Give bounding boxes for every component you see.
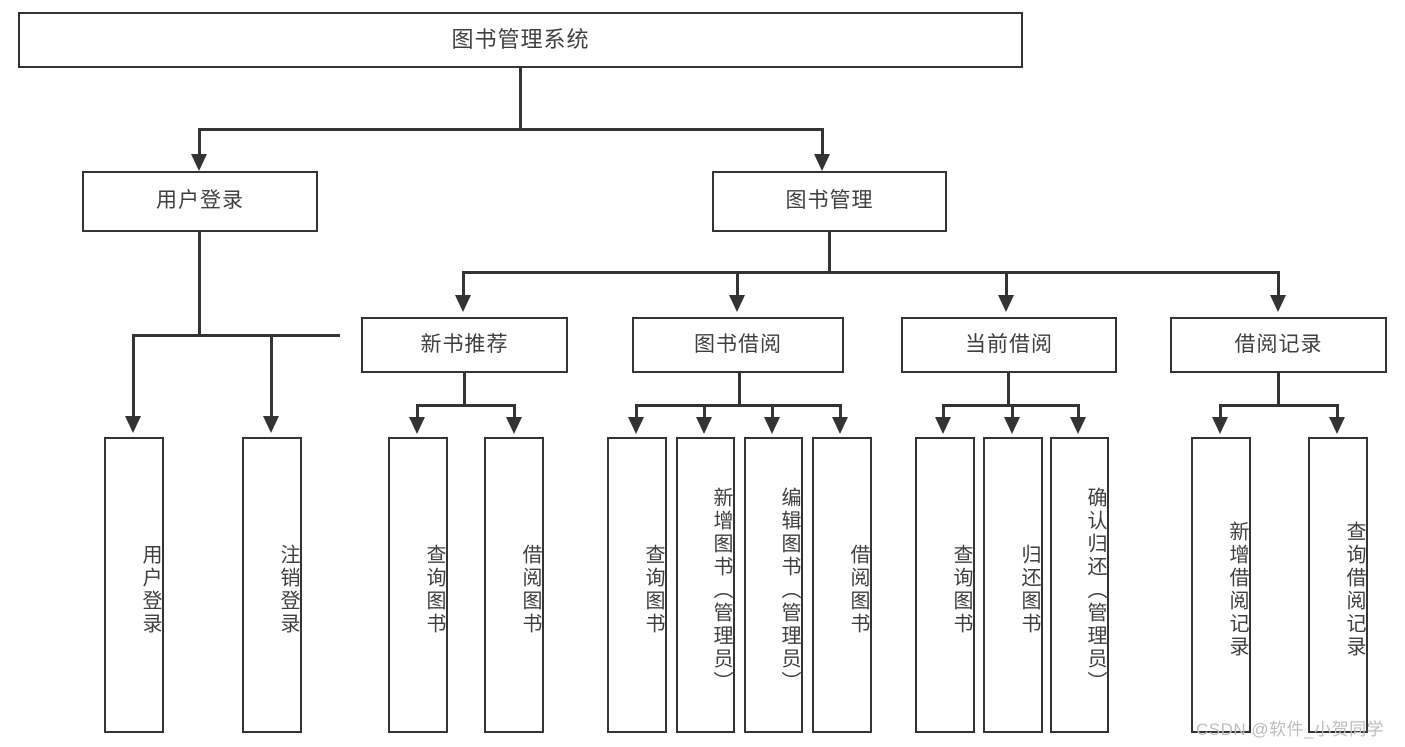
leaf-borrow-book-2-label: 借阅图书 [847, 544, 869, 636]
leaf-query-record-label: 查询借阅记录 [1343, 521, 1365, 659]
edge-cb-to-leaf1 [942, 404, 945, 419]
edge-user-login-bar [132, 334, 340, 337]
leaf-add-record-label: 新增借阅记录 [1226, 521, 1248, 659]
edge-user-login-to-leaf2 [270, 334, 273, 418]
arrowhead-leaf-borrow-book-1 [506, 417, 522, 434]
leaf-user-login[interactable]: 用户登录 [104, 437, 164, 733]
node-user-login[interactable]: 用户登录 [82, 171, 318, 232]
arrowhead-borrow-record [1270, 295, 1286, 312]
edge-bm-to-new-book [462, 271, 465, 297]
edge-bb-stem [738, 373, 741, 407]
arrowhead-user-login [191, 154, 207, 171]
leaf-query-book-1-label: 查询图书 [423, 544, 445, 636]
edge-bm-to-current-borrow [1005, 271, 1008, 297]
arrowhead-leaf-logout-login [263, 416, 279, 433]
arrowhead-leaf-user-login [125, 416, 141, 433]
edge-root-to-user-login [198, 128, 201, 156]
leaf-return-book-label: 归还图书 [1018, 544, 1040, 636]
leaf-borrow-book-1-label: 借阅图书 [519, 544, 541, 636]
edge-nbr-stem [463, 373, 466, 407]
edge-bm-to-book-borrow [736, 271, 739, 297]
leaf-query-book-2[interactable]: 查询图书 [607, 437, 667, 733]
arrowhead-book-borrow [729, 295, 745, 312]
edge-book-manage-stem [828, 232, 831, 274]
edge-book-manage-bar [462, 271, 1280, 274]
arrowhead-current-borrow [998, 295, 1014, 312]
leaf-query-book-3-label: 查询图书 [950, 544, 972, 636]
edge-bb-to-leaf4 [839, 404, 842, 419]
arrowhead-leaf-edit-book [764, 417, 780, 434]
node-root-label: 图书管理系统 [451, 27, 590, 53]
arrowhead-leaf-query-book-1 [409, 417, 425, 434]
node-current-borrow-label: 当前借阅 [965, 332, 1053, 356]
edge-nbr-to-leaf1 [416, 404, 419, 419]
edge-bb-to-leaf1 [635, 404, 638, 419]
arrowhead-book-manage [814, 154, 830, 171]
edge-br-to-leaf2 [1336, 404, 1339, 419]
node-book-manage-label: 图书管理 [785, 189, 874, 213]
arrowhead-leaf-query-book-2 [628, 417, 644, 434]
leaf-confirm-return[interactable]: 确认归还（管理员） [1050, 437, 1109, 733]
arrowhead-leaf-return-book [1004, 417, 1020, 434]
edge-bb-to-leaf2 [703, 404, 706, 419]
arrowhead-leaf-query-book-3 [935, 417, 951, 434]
edge-root-bar [198, 128, 823, 131]
node-current-borrow[interactable]: 当前借阅 [901, 317, 1117, 373]
edge-root-to-book-manage [821, 128, 824, 156]
leaf-edit-book-label: 编辑图书（管理员） [778, 486, 800, 694]
arrowhead-leaf-add-record [1212, 417, 1228, 434]
arrowhead-leaf-query-record [1329, 417, 1345, 434]
leaf-add-book[interactable]: 新增图书（管理员） [676, 437, 735, 733]
edge-user-login-stem [198, 232, 201, 337]
leaf-query-record[interactable]: 查询借阅记录 [1308, 437, 1368, 733]
leaf-logout-login-label: 注销登录 [277, 544, 299, 636]
edge-nbr-bar [416, 404, 516, 407]
arrowhead-leaf-confirm-return [1070, 417, 1086, 434]
arrowhead-new-book-recommend [455, 295, 471, 312]
edge-cb-to-leaf3 [1077, 404, 1080, 419]
leaf-query-book-1[interactable]: 查询图书 [388, 437, 448, 733]
leaf-user-login-label: 用户登录 [139, 544, 161, 636]
leaf-borrow-book-1[interactable]: 借阅图书 [484, 437, 544, 733]
arrowhead-leaf-add-book [696, 417, 712, 434]
leaf-return-book[interactable]: 归还图书 [983, 437, 1043, 733]
edge-bb-bar [635, 404, 842, 407]
node-book-borrow-label: 图书借阅 [694, 332, 782, 356]
node-new-book-recommend[interactable]: 新书推荐 [361, 317, 568, 373]
edge-cb-stem [1007, 373, 1010, 407]
arrowhead-leaf-borrow-book-2 [832, 417, 848, 434]
leaf-confirm-return-label: 确认归还（管理员） [1084, 486, 1106, 694]
edge-bm-to-borrow-record [1277, 271, 1280, 297]
edge-user-login-to-leaf1 [132, 334, 135, 418]
leaf-edit-book[interactable]: 编辑图书（管理员） [744, 437, 803, 733]
leaf-borrow-book-2[interactable]: 借阅图书 [812, 437, 872, 733]
edge-br-bar [1219, 404, 1339, 407]
edge-bb-to-leaf3 [771, 404, 774, 419]
node-new-book-recommend-label: 新书推荐 [420, 332, 509, 356]
edge-nbr-to-leaf2 [513, 404, 516, 419]
leaf-query-book-3[interactable]: 查询图书 [915, 437, 975, 733]
leaf-logout-login[interactable]: 注销登录 [242, 437, 302, 733]
node-root[interactable]: 图书管理系统 [18, 12, 1023, 68]
leaf-add-record[interactable]: 新增借阅记录 [1191, 437, 1251, 733]
node-book-borrow[interactable]: 图书借阅 [632, 317, 844, 373]
node-user-login-label: 用户登录 [156, 189, 244, 213]
node-borrow-record-label: 借阅记录 [1234, 332, 1323, 356]
leaf-query-book-2-label: 查询图书 [642, 544, 664, 636]
edge-root-stem [519, 68, 522, 130]
csdn-watermark: CSDN @软件_小贺同学 [1196, 720, 1385, 739]
edge-br-to-leaf1 [1219, 404, 1222, 419]
edge-br-stem [1277, 373, 1280, 407]
leaf-add-book-label: 新增图书（管理员） [710, 486, 732, 694]
node-book-manage[interactable]: 图书管理 [712, 171, 947, 232]
node-borrow-record[interactable]: 借阅记录 [1170, 317, 1387, 373]
edge-cb-to-leaf2 [1011, 404, 1014, 419]
